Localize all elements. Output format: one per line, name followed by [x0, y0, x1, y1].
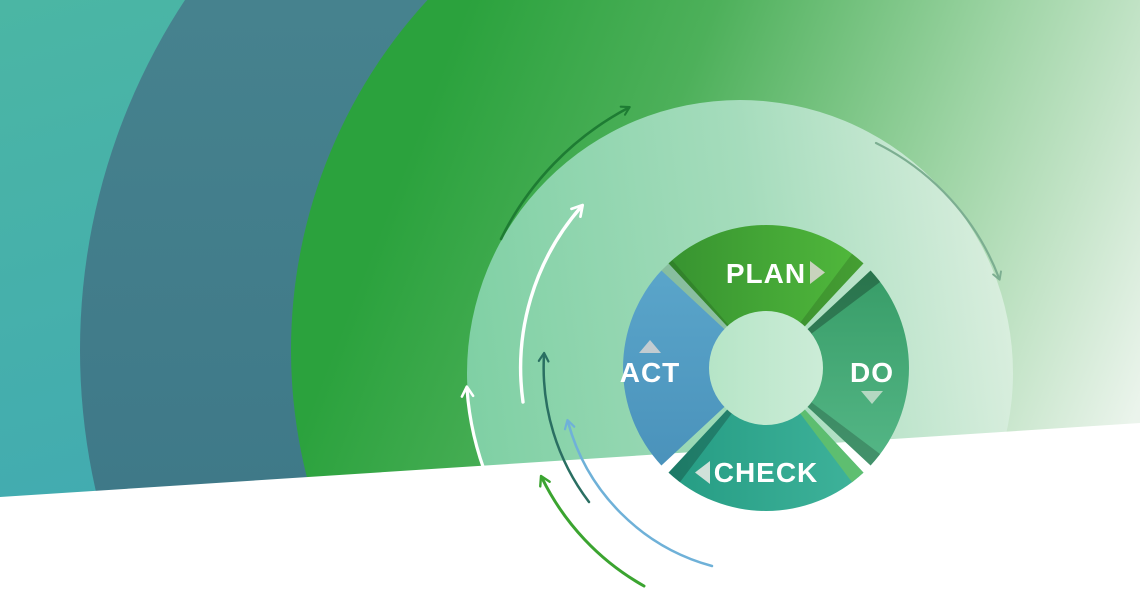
do-bottom-edge-shadow [807, 401, 881, 466]
wheel-labels: PLAN DO CHECK ACT [620, 258, 894, 488]
left-dark-teal-arc-arrow-icon [537, 351, 591, 504]
segment-do [807, 270, 909, 466]
plan-label: PLAN [726, 258, 806, 289]
segment-act [623, 270, 726, 466]
do-down-triangle-icon [861, 391, 883, 404]
check-left-triangle-icon [695, 461, 710, 484]
plan-right-triangle-icon [810, 261, 825, 284]
do-top-edge-shadow [807, 270, 881, 335]
pdca-wheel: PLAN DO CHECK ACT [620, 225, 909, 511]
top-dark-green-arc-arrow-icon [499, 105, 631, 241]
segment-edge-shadows [661, 253, 881, 483]
act-label: ACT [620, 357, 681, 388]
check-right-edge-highlight [799, 409, 864, 483]
check-left-edge-shadow [668, 409, 733, 483]
segment-check [668, 409, 864, 511]
wheel-hub [709, 311, 823, 425]
do-label: DO [850, 357, 894, 388]
plan-right-edge-shadow [799, 253, 864, 327]
orbit-arrows [460, 105, 1002, 588]
bottom-blue-arc-arrow-icon [563, 418, 714, 568]
segment-plan [668, 225, 864, 327]
act-up-triangle-icon [639, 340, 661, 353]
act-top-edge-shadow [661, 260, 730, 330]
left-short-white-arc-arrow-icon [460, 385, 490, 482]
check-label: CHECK [714, 457, 819, 488]
bottom-green-arc-arrow-icon [539, 474, 646, 588]
right-sage-arc-arrow-icon [874, 141, 1002, 281]
left-long-white-arc-arrow-icon [518, 203, 585, 404]
